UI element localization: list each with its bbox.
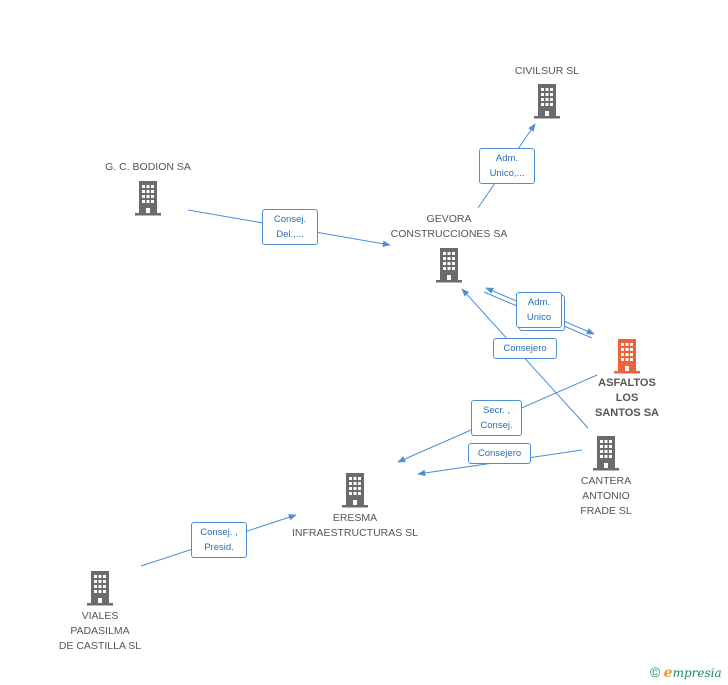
edge-label-viales-eresma[interactable]: Consej. , Presid.	[191, 522, 247, 558]
node-asfaltos[interactable]: ASFALTOS LOS SANTOS SA	[582, 338, 672, 421]
edge-label-gevora-civilsur[interactable]: Adm. Unico,...	[479, 148, 535, 184]
node-eresma[interactable]: ERESMA INFRAESTRUCTURAS SL	[285, 472, 425, 541]
node-gevora[interactable]: GEVORA CONSTRUCCIONES SA	[379, 212, 519, 283]
footer-brand: © empresia	[650, 664, 722, 681]
edge-label-gevora-asfaltos[interactable]: Adm. Unico	[516, 292, 562, 328]
brand-name: mpresia	[672, 666, 722, 680]
building-icon	[87, 571, 113, 606]
building-icon	[342, 473, 368, 508]
node-label: ASFALTOS LOS SANTOS SA	[595, 377, 659, 419]
node-label: G. C. BODION SA	[105, 161, 191, 173]
brand-logo: empresia	[663, 665, 722, 681]
node-bodion[interactable]: G. C. BODION SA	[88, 160, 208, 216]
edge-label-cantera-eresma[interactable]: Consejero	[468, 443, 531, 464]
node-label: CIVILSUR SL	[514, 65, 580, 77]
node-label: CANTERA ANTONIO FRADE SL	[580, 475, 632, 517]
building-icon	[593, 436, 619, 471]
edge-label-cantera-gevora[interactable]: Consejero	[493, 338, 557, 359]
node-cantera[interactable]: CANTERA ANTONIO FRADE SL	[565, 435, 647, 519]
node-label: VIALES PADASILMA DE CASTILLA SL	[58, 610, 142, 652]
building-icon	[135, 181, 161, 216]
building-icon	[534, 84, 560, 119]
building-icon	[436, 248, 462, 283]
node-civilsur[interactable]: CIVILSUR SL	[502, 64, 592, 119]
node-viales[interactable]: VIALES PADASILMA DE CASTILLA SL	[50, 570, 150, 654]
node-label: GEVORA CONSTRUCCIONES SA	[390, 213, 508, 240]
edge-label-bodion-gevora[interactable]: Consej. Del.,...	[262, 209, 318, 245]
brand-initial: e	[663, 665, 673, 681]
node-label: ERESMA INFRAESTRUCTURAS SL	[291, 512, 418, 539]
edge-label-asfaltos-eresma[interactable]: Secr. , Consej.	[471, 400, 522, 436]
copyright-icon: ©	[650, 664, 661, 680]
building-icon	[614, 339, 640, 374]
